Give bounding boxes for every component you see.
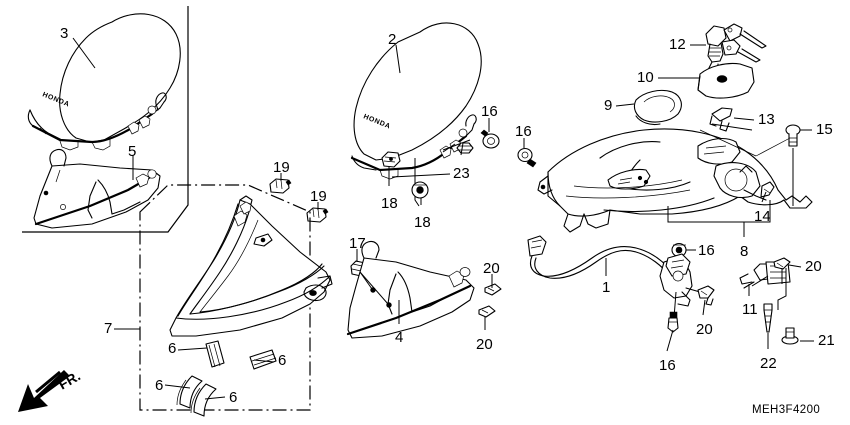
callout-22: 22: [760, 355, 777, 372]
fastener-20-c: [697, 285, 715, 306]
callout-1: 1: [602, 279, 611, 296]
callout-7: 7: [104, 320, 113, 337]
callout-16-c: 16: [698, 242, 715, 259]
cowl-group-frame: [139, 184, 311, 411]
callout-16-b: 16: [515, 123, 532, 140]
fastener-20-a: [484, 283, 502, 296]
callout-leaders: [72, 37, 814, 400]
part-2-windscreen: HONDA: [350, 22, 482, 207]
part-6-cushion-c: [176, 375, 203, 409]
callout-10: 10: [637, 69, 654, 86]
callout-16-d: 16: [659, 357, 676, 374]
callout-8: 8: [740, 243, 749, 260]
part-5-inner-panel-alt: [33, 148, 161, 229]
callout-17: 17: [349, 235, 366, 252]
fastener-21: [781, 327, 799, 345]
part-6-cushion-b: [249, 349, 277, 370]
fastener-18-a: [381, 151, 401, 168]
callout-21: 21: [818, 332, 835, 349]
part-3-windscreen-alt: HONDA: [27, 13, 181, 151]
callout-20-c: 20: [696, 321, 713, 338]
fastener-16-d: [667, 311, 679, 333]
part-6-cushion-a: [205, 340, 225, 368]
callout-19-a: 19: [273, 159, 290, 176]
part-7-upper-cowl: [169, 195, 333, 337]
part-15-collar-bolt: [785, 124, 801, 147]
diagram-code: MEH3F4200: [752, 404, 821, 416]
callout-6-b: 6: [278, 352, 287, 369]
part-12-lock-cylinder-key: [705, 23, 767, 75]
callout-6-d: 6: [229, 389, 238, 406]
callout-12: 12: [669, 36, 686, 53]
callout-5: 5: [128, 143, 137, 160]
callout-19-b: 19: [310, 188, 327, 205]
callout-3: 3: [60, 25, 69, 42]
fastener-18-b: [411, 181, 429, 199]
callout-20-d: 20: [805, 258, 822, 275]
callout-15: 15: [816, 121, 833, 138]
fastener-19-a: [269, 178, 292, 194]
callout-11: 11: [742, 301, 758, 318]
part-4-inner-panel: [346, 240, 475, 339]
part-13-clip: [709, 107, 733, 132]
part-10-lock-cover: [697, 62, 755, 99]
fastener-16-a: [480, 129, 500, 149]
callout-13: 13: [758, 111, 775, 128]
part-1-lock-cable: [527, 235, 707, 319]
callout-20-a: 20: [483, 260, 500, 277]
callout-18-a: 18: [381, 195, 398, 212]
fastener-22: [763, 303, 773, 333]
alt-group-frame: [22, 6, 189, 233]
callout-18-b: 18: [414, 214, 431, 231]
callout-4: 4: [395, 329, 404, 346]
part-14-grommet: [760, 181, 775, 198]
fastener-16-b: [517, 147, 537, 168]
callout-20-b: 20: [476, 336, 493, 353]
callout-14: 14: [754, 208, 771, 225]
part-9-filler-trim: [633, 89, 682, 126]
fastener-20-d: [773, 257, 791, 284]
callout-6-c: 6: [155, 377, 164, 394]
direction-arrow-fr: [18, 370, 70, 412]
callout-23: 23: [453, 165, 470, 182]
fastener-19-b: [306, 207, 329, 223]
part-6-cushion-d: [190, 383, 217, 417]
part-8-rear-cowl: [537, 123, 813, 233]
callout-16-a: 16: [481, 103, 498, 120]
fastener-20-b: [478, 305, 496, 318]
fastener-23: [456, 142, 474, 154]
callout-9: 9: [604, 97, 613, 114]
callout-2: 2: [388, 31, 397, 48]
callout-6-a: 6: [168, 340, 177, 357]
